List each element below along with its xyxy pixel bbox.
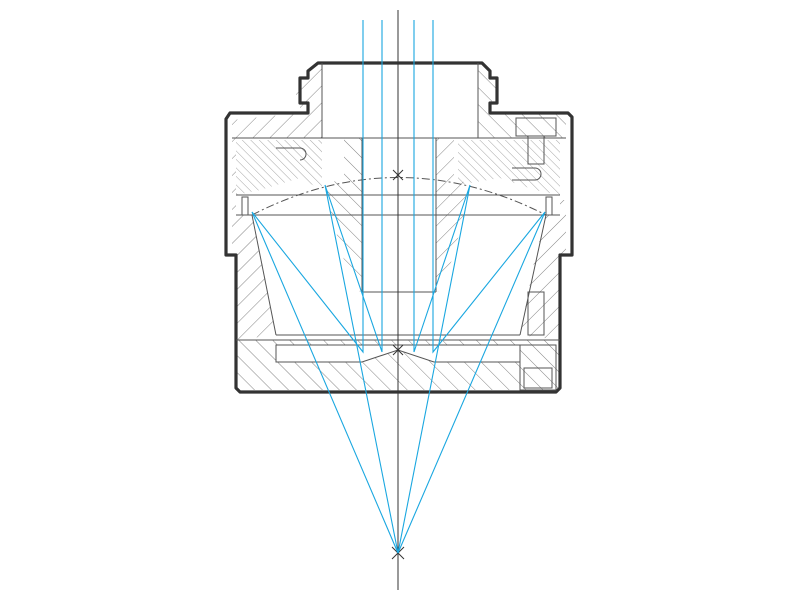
lower-mirror-vertex-marker (392, 344, 404, 356)
upper-mirror-vertex-marker (392, 169, 404, 181)
upper-right-retainer (458, 140, 560, 195)
top-tube-right-wall (478, 63, 566, 138)
left-side-wall (232, 138, 276, 340)
ray-right-outer (397, 20, 546, 554)
markers (391, 169, 405, 560)
right-side-wall (520, 200, 566, 340)
ray-left-outer (251, 20, 399, 554)
housing-outline (224, 61, 574, 394)
ray-left-inner (324, 20, 399, 554)
light-rays (251, 20, 546, 554)
ray-right-inner (397, 20, 471, 554)
upper-left-retainer (236, 140, 322, 195)
